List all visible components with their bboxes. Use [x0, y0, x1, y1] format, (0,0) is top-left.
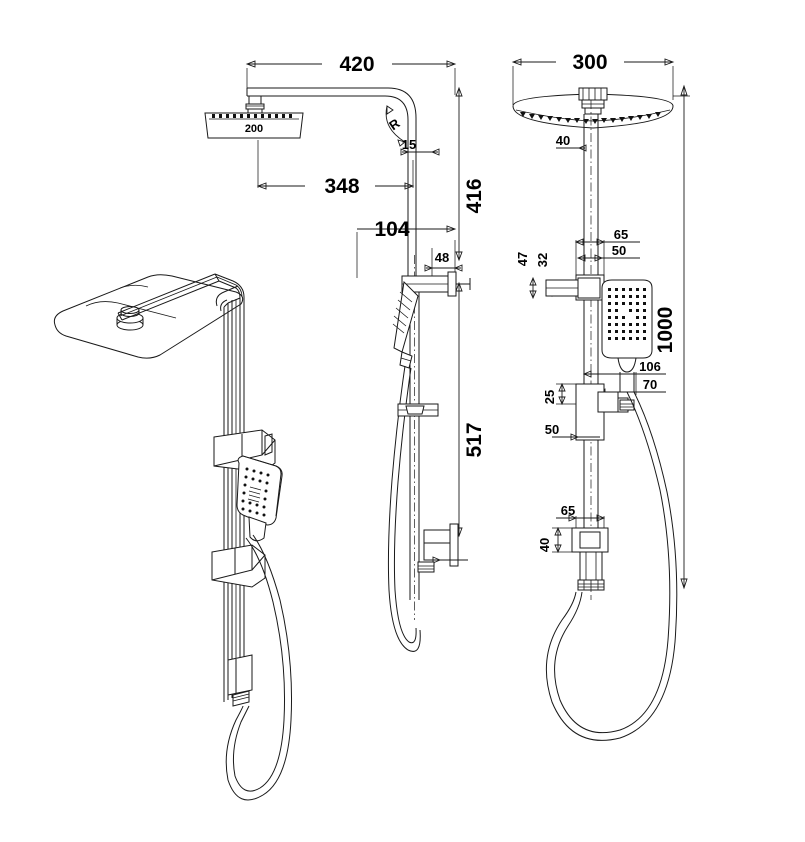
dim-1000: 1000: [654, 84, 690, 590]
side-handheld-shower: [392, 280, 419, 369]
dim-47: 47: [515, 252, 537, 300]
dim-label-517: 517: [463, 422, 486, 457]
side-hose-clip: [397, 403, 439, 417]
dim-label-65-bottom: 65: [561, 503, 575, 518]
dim-label-25: 25: [542, 390, 557, 404]
front-elevation-view: 300: [511, 51, 690, 741]
dim-label-47: 47: [515, 252, 530, 266]
iso-spray-face-dots: [241, 467, 270, 517]
dim-label-70: 70: [643, 377, 657, 392]
dim-106: 106: [582, 359, 666, 395]
front-head-connector: [578, 87, 608, 115]
front-bottom-outlet: [571, 527, 609, 591]
side-head-connector: [245, 95, 265, 114]
iso-shower-arm: [117, 273, 245, 321]
dim-40-bottom: 40: [537, 526, 572, 554]
dim-label-106: 106: [639, 359, 661, 374]
iso-handheld-shower: [236, 455, 283, 542]
dim-25: 25: [542, 382, 585, 406]
side-riser-bar: [409, 255, 420, 620]
dim-50-bottom: 50: [545, 422, 600, 441]
dim-label-50-bottom: 50: [545, 422, 559, 437]
dim-label-200: 200: [245, 123, 263, 135]
dim-40-top: 40: [556, 133, 587, 152]
dim-label-300: 300: [572, 51, 607, 74]
dim-300: 300: [511, 51, 675, 105]
iso-lower-bracket: [211, 544, 266, 588]
front-mid-diverter: [575, 383, 635, 441]
iso-head-connector: [116, 306, 144, 331]
dim-label-50-top: 50: [612, 243, 626, 258]
front-upper-bracket: [545, 274, 605, 301]
front-riser-bar: [583, 100, 599, 600]
isometric-3d-view: [53, 273, 293, 801]
dim-50-top: 50: [576, 243, 640, 262]
dim-label-104: 104: [374, 218, 409, 241]
dim-420: 420: [245, 53, 457, 95]
dim-label-40-top: 40: [556, 133, 570, 148]
dim-label-48: 48: [435, 250, 449, 265]
side-rain-shower-head: 200: [204, 112, 304, 139]
dim-label-348: 348: [324, 175, 359, 198]
front-handheld-shower: [601, 279, 653, 392]
dim-label-420: 420: [339, 53, 374, 76]
front-head-nozzles: [520, 112, 661, 124]
dim-48: 48: [424, 240, 463, 276]
dim-label-32: 32: [535, 253, 550, 267]
dim-label-1000: 1000: [654, 307, 677, 354]
front-hose: [545, 391, 678, 741]
side-shower-arm: [246, 87, 417, 290]
side-head-nozzles: [212, 114, 292, 118]
dim-label-40-bottom: 40: [537, 538, 552, 552]
dim-65-top: 65: [574, 227, 640, 275]
side-upper-bracket: [401, 271, 471, 297]
dim-label-65-top: 65: [614, 227, 628, 242]
dim-104: 104: [356, 218, 457, 278]
side-hose: [387, 365, 421, 652]
iso-hose: [225, 534, 293, 801]
dim-label-15: 15: [402, 137, 416, 152]
dim-348: 348: [256, 140, 415, 198]
dim-517: 517: [455, 281, 486, 538]
front-spray-face-dots: [608, 288, 646, 340]
dim-416: 416: [455, 86, 486, 262]
dim-label-416: 416: [463, 178, 486, 213]
dim-15: 15: [400, 137, 440, 156]
side-elevation-view: 420 200: [204, 53, 486, 652]
side-bottom-outlet: [417, 523, 468, 573]
iso-bottom-outlet: [227, 654, 253, 707]
